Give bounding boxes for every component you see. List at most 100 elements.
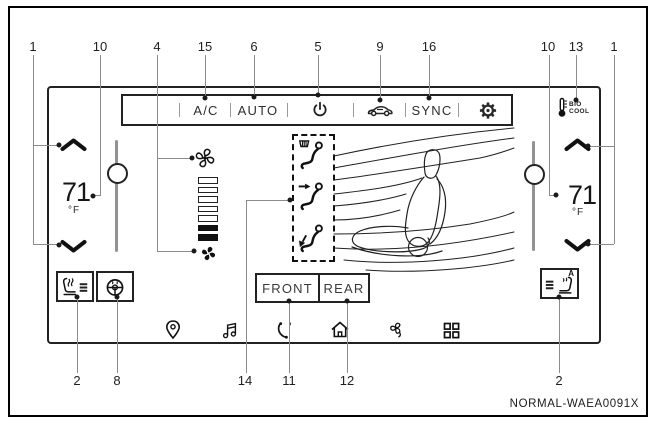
leader-dot bbox=[344, 298, 350, 303]
rear-label: REAR bbox=[323, 280, 365, 296]
leader-line bbox=[100, 55, 101, 196]
fan-bar bbox=[198, 215, 218, 222]
leader-line bbox=[380, 55, 381, 100]
leader-dot bbox=[191, 248, 197, 254]
callout-label: 14 bbox=[237, 373, 253, 388]
leader-dot bbox=[573, 97, 579, 102]
bio-cool-indicator: BIO COOL bbox=[556, 97, 589, 118]
leader-dot bbox=[377, 97, 383, 102]
callout-label: 10 bbox=[92, 39, 108, 54]
music-notes-icon[interactable] bbox=[220, 319, 240, 341]
leader-line bbox=[117, 297, 118, 373]
seat-airflow-illustration bbox=[330, 126, 516, 272]
leader-dot bbox=[286, 298, 292, 303]
divider bbox=[458, 103, 459, 117]
temp-up-left-button[interactable] bbox=[60, 137, 87, 152]
climate-seat-icon bbox=[543, 271, 576, 296]
power-button[interactable] bbox=[312, 96, 329, 124]
auto-button[interactable]: AUTO bbox=[238, 96, 279, 124]
temp-slider-left[interactable] bbox=[115, 140, 118, 252]
fan-bar bbox=[198, 224, 218, 231]
callout-label: 15 bbox=[197, 39, 213, 54]
temp-down-left-button[interactable] bbox=[60, 239, 87, 254]
power-icon bbox=[312, 101, 329, 119]
fan-level-bars[interactable] bbox=[198, 177, 218, 244]
passenger-climate-seat-button[interactable]: A bbox=[540, 268, 579, 299]
leader-line bbox=[205, 55, 206, 98]
leader-line bbox=[33, 244, 59, 245]
rear-defroster-button[interactable]: REAR bbox=[318, 273, 370, 303]
callout-label: 1 bbox=[610, 39, 618, 54]
auto-label: AUTO bbox=[237, 102, 279, 118]
driver-seat-heater-button[interactable] bbox=[56, 271, 94, 302]
leader-line bbox=[429, 55, 430, 98]
temp-unit-left: °F bbox=[68, 205, 81, 216]
callout-label: 16 bbox=[421, 39, 437, 54]
car-icon bbox=[365, 102, 395, 118]
callout-label: 9 bbox=[376, 39, 384, 54]
callout-label: 5 bbox=[314, 39, 322, 54]
air-to-face-icon[interactable] bbox=[296, 179, 328, 213]
leader-line bbox=[246, 199, 290, 201]
figure-code: NORMAL-WAEA0091X bbox=[509, 398, 639, 410]
callout-label: 1 bbox=[29, 39, 37, 54]
auto-badge: A bbox=[568, 269, 574, 278]
leader-dot bbox=[56, 142, 62, 148]
temp-slider-knob-right[interactable] bbox=[524, 164, 545, 185]
temp-slider-right[interactable] bbox=[532, 141, 535, 251]
phone-icon[interactable] bbox=[274, 320, 294, 342]
heated-seat-icon bbox=[59, 275, 91, 299]
fan-bar bbox=[198, 196, 218, 203]
front-label: FRONT bbox=[262, 280, 313, 296]
leader-dot bbox=[287, 197, 293, 203]
fan-bar bbox=[198, 177, 218, 184]
temp-display-right: 71 bbox=[567, 180, 597, 210]
leader-line bbox=[347, 301, 348, 373]
leader-line bbox=[77, 297, 78, 373]
divider bbox=[353, 103, 354, 117]
callout-label: 4 bbox=[153, 39, 161, 54]
bio-cool-label: BIO COOL bbox=[569, 100, 590, 115]
temp-slider-knob-left[interactable] bbox=[107, 163, 128, 184]
thermometer-icon bbox=[556, 97, 568, 118]
leader-line bbox=[94, 195, 101, 196]
leader-line bbox=[246, 200, 247, 373]
leader-dot bbox=[56, 242, 62, 247]
leader-dot bbox=[114, 294, 120, 299]
leader-dot bbox=[315, 92, 321, 98]
fan-bar bbox=[198, 205, 218, 212]
home-icon[interactable] bbox=[329, 319, 349, 341]
gear-icon bbox=[479, 101, 497, 119]
leader-dot bbox=[90, 193, 96, 198]
air-to-feet-icon[interactable] bbox=[296, 221, 328, 255]
fan-down-icon[interactable] bbox=[200, 245, 217, 262]
temp-up-right-button[interactable] bbox=[564, 137, 591, 152]
air-to-face-defog-icon[interactable] bbox=[296, 138, 328, 172]
leader-dot bbox=[553, 192, 559, 198]
figure-border bbox=[8, 6, 648, 417]
map-pin-icon[interactable] bbox=[163, 319, 183, 341]
callout-label: 2 bbox=[73, 373, 81, 388]
climate-toolbar: A/C AUTO SYNC bbox=[121, 94, 513, 126]
leader-line bbox=[157, 250, 194, 252]
leader-dot bbox=[585, 143, 591, 149]
climate-fan-icon[interactable] bbox=[387, 320, 407, 342]
leader-line bbox=[576, 55, 577, 100]
leader-line bbox=[33, 144, 59, 146]
leader-line bbox=[614, 55, 615, 244]
apps-grid-icon[interactable] bbox=[442, 321, 462, 343]
settings-button[interactable] bbox=[479, 96, 497, 124]
fan-up-icon[interactable] bbox=[193, 146, 217, 170]
leader-line bbox=[549, 194, 556, 196]
fan-bar bbox=[198, 234, 218, 241]
leader-line bbox=[33, 55, 34, 245]
temp-down-right-button[interactable] bbox=[564, 238, 591, 253]
ac-label: A/C bbox=[193, 102, 219, 118]
leader-dot bbox=[74, 294, 80, 299]
leader-dot bbox=[585, 241, 591, 247]
ac-button[interactable]: A/C bbox=[193, 96, 218, 124]
sync-button[interactable]: SYNC bbox=[412, 96, 453, 124]
leader-line bbox=[254, 55, 255, 97]
callout-label: 11 bbox=[282, 373, 296, 388]
car-climate-button[interactable] bbox=[365, 96, 395, 124]
